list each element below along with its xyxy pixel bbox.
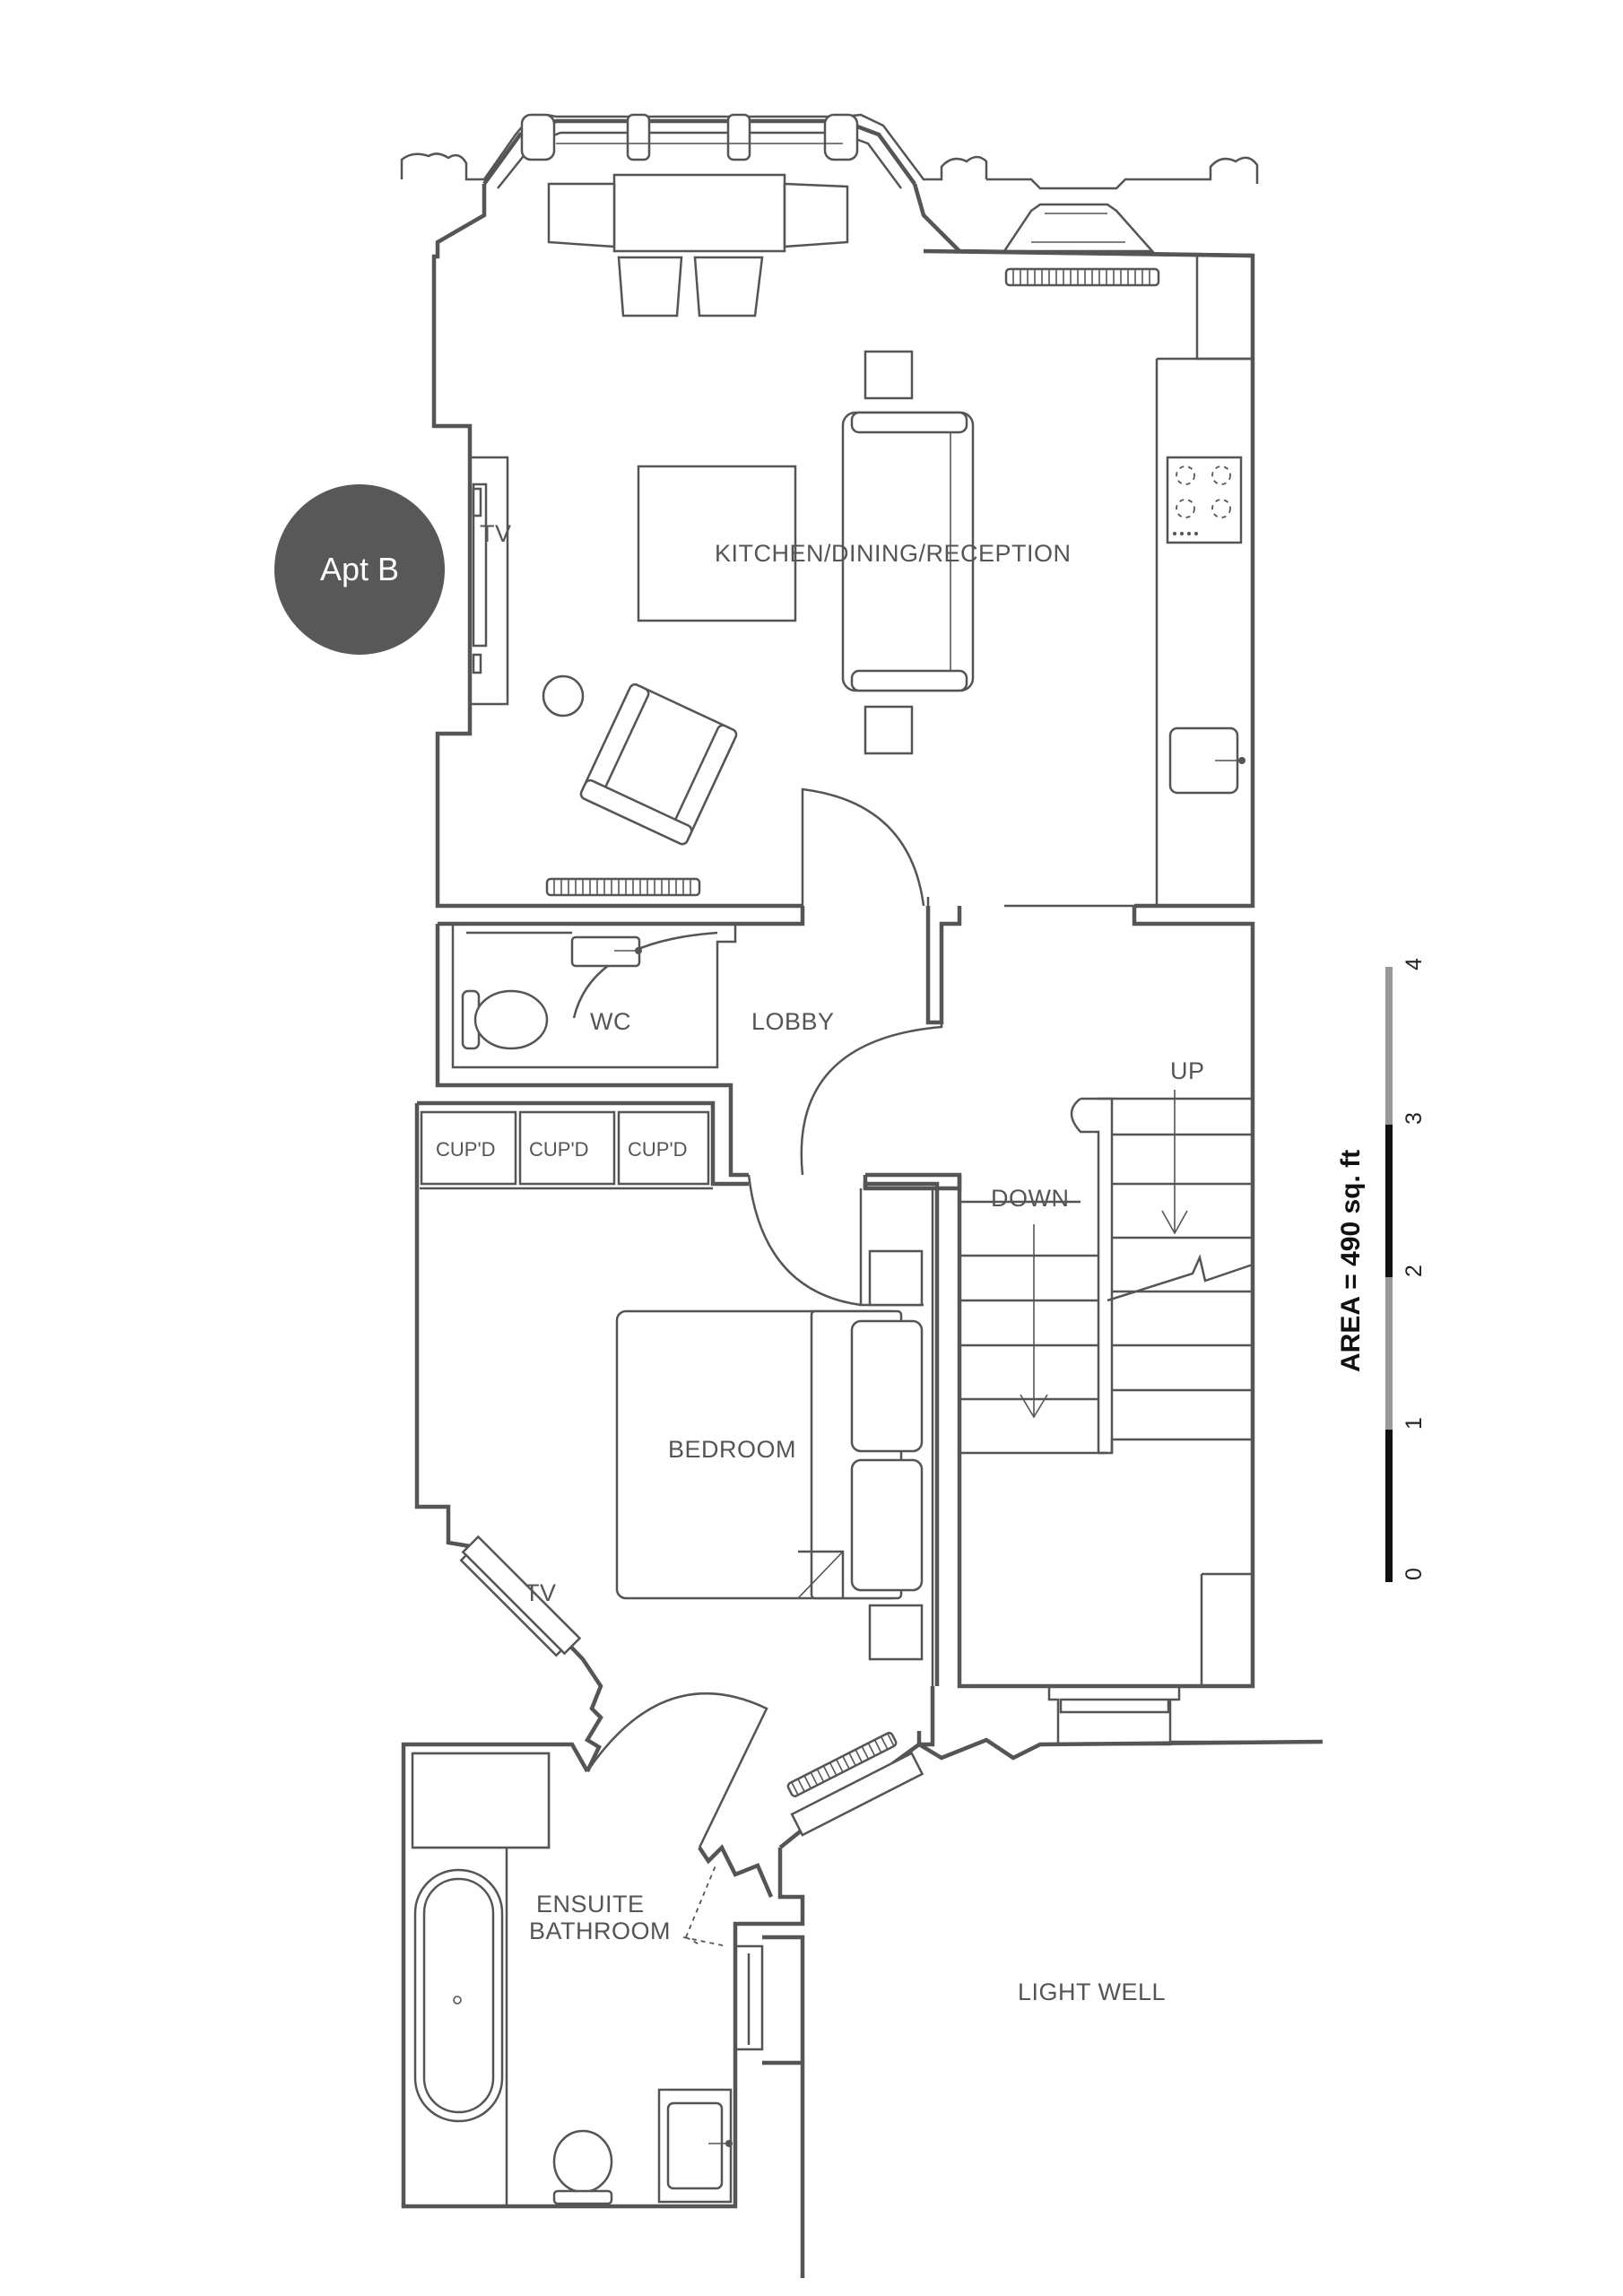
area-label: AREA = 490 sq. ft: [1336, 1150, 1366, 1372]
living-tv-label: TV: [480, 520, 512, 547]
scale-segment-2-3: [1385, 1125, 1393, 1277]
lobby-label: LOBBY: [751, 1008, 835, 1035]
up-label: UP: [1170, 1057, 1205, 1084]
bay-window: [400, 113, 1259, 253]
bedroom-window: [778, 1731, 1324, 1849]
scale-tick-3: 3: [1402, 1112, 1427, 1125]
staircase: [959, 1090, 1323, 1746]
scale-segment-1-2: [1385, 1277, 1393, 1430]
ensuite-label-line2: BATHROOM: [529, 1918, 671, 1944]
scale-tick-4: 4: [1402, 958, 1427, 970]
scale-segment-0-1: [1385, 1430, 1393, 1582]
scale-segment-3-4: [1385, 967, 1393, 1125]
wc-fixtures: [461, 935, 642, 1050]
scale-tick-1: 1: [1402, 1417, 1427, 1430]
bedroom-furniture: [459, 1249, 924, 1661]
outer-walls: [431, 183, 1255, 909]
cupboard-2-label: CUP'D: [529, 1138, 589, 1161]
bedroom-label: BEDROOM: [668, 1436, 796, 1463]
ensuite-label-line1: ENSUITE: [536, 1891, 645, 1918]
scale-tick-0: 0: [1402, 1568, 1427, 1580]
cupboards: [420, 1110, 710, 1186]
cupboard-3-label: CUP'D: [628, 1138, 688, 1161]
scale-bar: 0 1 2 3 4 AREA = 490 sq. ft: [1336, 958, 1427, 1582]
bedroom-tv-label: TV: [525, 1579, 557, 1606]
down-label: DOWN: [991, 1185, 1069, 1212]
reception-furniture: [472, 173, 1245, 897]
apartment-badge: Apt B: [274, 484, 445, 655]
interior-walls: [414, 787, 1255, 1772]
wc-label: WC: [590, 1008, 631, 1035]
kitchen-dining-reception-label: KITCHEN/DINING/RECEPTION: [715, 540, 1072, 567]
ensuite: [401, 1692, 805, 2278]
apartment-badge-label: Apt B: [319, 551, 400, 587]
cupboard-1-label: CUP'D: [436, 1138, 496, 1161]
scale-tick-2: 2: [1402, 1265, 1427, 1277]
light-well-label: LIGHT WELL: [1018, 1979, 1166, 2005]
